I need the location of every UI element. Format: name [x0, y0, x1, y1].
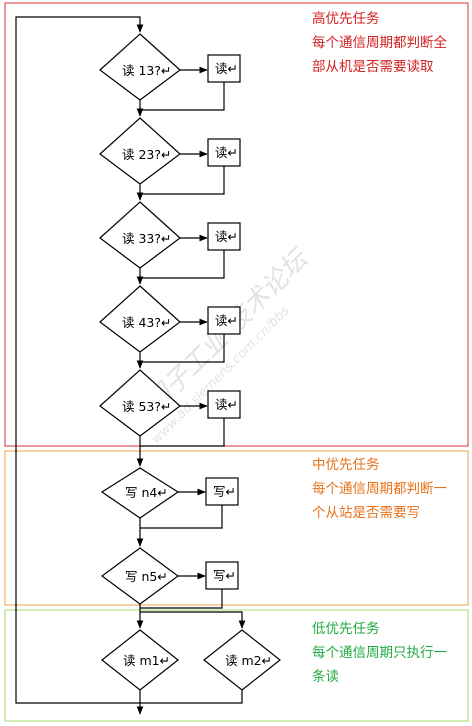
action-read-23 — [207, 138, 241, 167]
branch-to-m2 — [140, 611, 246, 629]
read-m1-step: 读 m1↵ — [101, 629, 179, 715]
mid-priority-title: 中优先任务 — [312, 457, 380, 473]
decision-read-23-label: 读 23?↵ — [122, 147, 172, 162]
action-read-53-label: 读↵ — [215, 397, 238, 412]
high-priority-desc-2: 部从机是否需要读取 — [312, 59, 434, 75]
high-priority-desc-1: 每个通信周期都判断全 — [312, 35, 447, 51]
decision-write-n4-label: 写 n4↵ — [125, 485, 168, 500]
return-23 — [140, 166, 225, 195]
action-read-43-label: 读↵ — [215, 313, 238, 328]
return-33 — [140, 250, 225, 279]
high-priority-title: 高优先任务 — [312, 11, 380, 27]
decision-read-13-label: 读 13?↵ — [122, 63, 172, 78]
action-read-13 — [207, 54, 241, 83]
mid-priority-frame — [4, 450, 469, 606]
low-priority-frame — [4, 609, 469, 722]
write-n4-step: 写 n4↵ 写↵ — [100, 467, 239, 547]
read-13-step: 读 13?↵ 读↵ — [99, 33, 241, 117]
decision-write-n5-label: 写 n5↵ — [125, 569, 168, 584]
read-53-step: 读 53?↵ 读↵ — [99, 369, 241, 467]
read-43-step: 读 43?↵ 读↵ — [99, 285, 241, 369]
write-n5-step: 写 n5↵ 写↵ — [100, 547, 246, 629]
mid-priority-desc-2: 个从站是否需要写 — [312, 505, 420, 521]
decision-read-33-label: 读 33?↵ — [122, 231, 172, 246]
merge-m2 — [140, 690, 243, 704]
decision-read-53-label: 读 53?↵ — [122, 399, 172, 414]
high-priority-note: 高优先任务 每个通信周期都判断全 部从机是否需要读取 — [312, 7, 447, 79]
decision-read-m2-label: 读 m2↵ — [225, 653, 272, 668]
action-read-33-label: 读↵ — [215, 229, 238, 244]
low-priority-title: 低优先任务 — [312, 621, 380, 637]
decision-read-43-label: 读 43?↵ — [122, 315, 172, 330]
low-priority-note: 低优先任务 每个通信周期只执行一 条读 — [312, 617, 447, 689]
mid-priority-note: 中优先任务 每个通信周期都判断一 个从站是否需要写 — [312, 453, 447, 525]
action-read-13-label: 读↵ — [215, 61, 238, 76]
mid-priority-desc-1: 每个通信周期都判断一 — [312, 481, 447, 497]
action-write-n4-label: 写↵ — [213, 484, 236, 499]
action-read-43 — [207, 306, 241, 335]
low-priority-desc-2: 条读 — [312, 669, 339, 685]
decision-read-m1-label: 读 m1↵ — [123, 653, 170, 668]
return-53 — [140, 418, 225, 447]
return-13 — [140, 82, 225, 111]
high-priority-frame — [4, 2, 469, 447]
return-n5 — [140, 589, 223, 609]
action-write-n5 — [205, 561, 239, 590]
read-m2-step: 读 m2↵ — [140, 629, 281, 704]
low-priority-desc-1: 每个通信周期只执行一 — [312, 645, 447, 661]
action-read-53 — [207, 390, 241, 419]
action-read-23-label: 读↵ — [215, 145, 238, 160]
read-23-step: 读 23?↵ 读↵ — [99, 117, 241, 201]
return-43 — [140, 334, 225, 363]
return-n4 — [140, 505, 223, 529]
read-33-step: 读 33?↵ 读↵ — [99, 201, 241, 285]
action-write-n5-label: 写↵ — [213, 568, 236, 583]
loop-back-line — [15, 16, 144, 704]
